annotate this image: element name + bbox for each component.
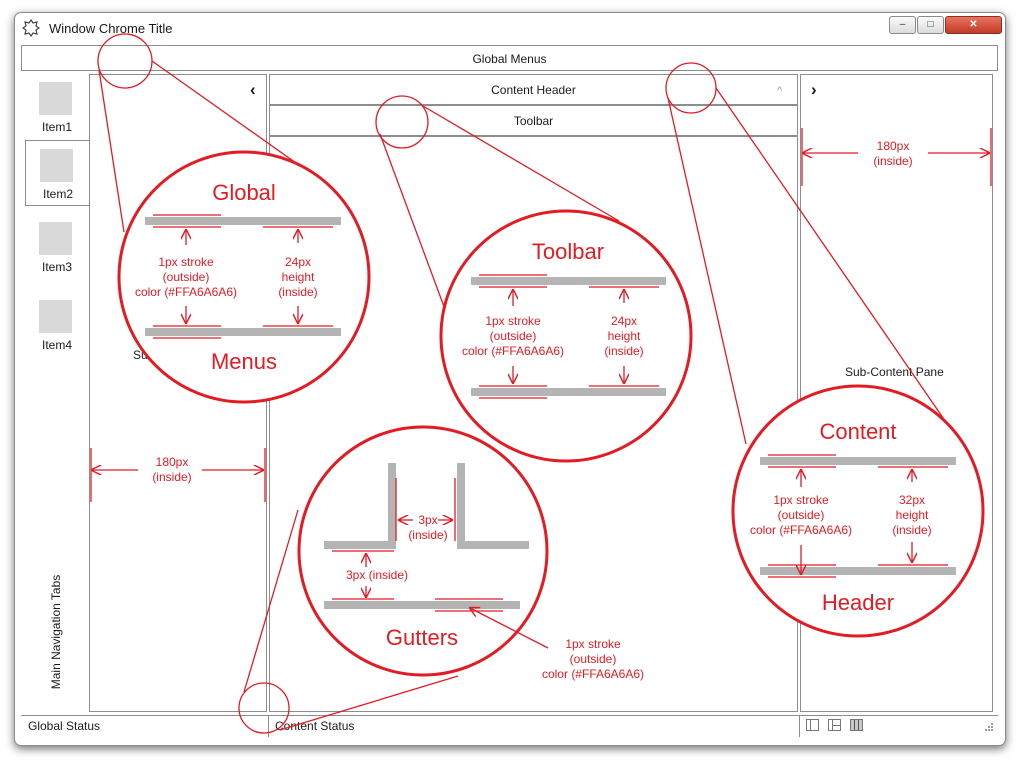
content-header-marker bbox=[665, 62, 717, 114]
item2-icon bbox=[40, 149, 73, 182]
global-status: Global Status bbox=[28, 719, 101, 733]
three-pane-icon[interactable] bbox=[850, 719, 863, 731]
content-header[interactable]: Content Header ^ bbox=[269, 74, 798, 105]
global-menus-marker bbox=[97, 33, 153, 89]
left-pane-width-note: 180px(inside) bbox=[152, 455, 191, 484]
toolbar-label: Toolbar bbox=[513, 114, 554, 128]
nav-tab-item2[interactable]: Item2 bbox=[25, 140, 90, 206]
gutter-vertical-note: 3px (inside) bbox=[346, 568, 408, 582]
status-divider bbox=[268, 715, 269, 737]
minimize-button[interactable]: – bbox=[889, 16, 916, 34]
status-bar bbox=[21, 715, 998, 737]
gutter-gap-note: 3px(inside) bbox=[408, 513, 447, 542]
nav-tab-label: Item2 bbox=[42, 187, 73, 201]
header-title: Header bbox=[822, 590, 894, 615]
gutter-marker bbox=[238, 682, 290, 734]
global-title: Global bbox=[212, 180, 276, 205]
item3-icon bbox=[39, 222, 72, 255]
global-menus-bar[interactable]: Global Menus bbox=[21, 45, 998, 71]
nav-tab-label: Item4 bbox=[41, 338, 72, 352]
item4-icon bbox=[39, 300, 72, 333]
resize-grip-icon[interactable] bbox=[982, 721, 994, 733]
gm-stroke-note: 1px stroke(outside)color (#FFA6A6A6) bbox=[135, 255, 237, 299]
nav-tab-item4[interactable]: Item4 bbox=[25, 292, 89, 358]
content-title: Content bbox=[819, 419, 896, 444]
chevron-up-icon[interactable]: ^ bbox=[777, 85, 783, 97]
nav-tab-item3[interactable]: Item3 bbox=[25, 214, 89, 280]
left-pane-collapse-button[interactable]: ‹ bbox=[250, 80, 256, 99]
content-header-label: Content Header bbox=[491, 83, 576, 97]
sub-content-pane-label: Sub-Content Pane bbox=[845, 365, 944, 379]
global-menus-label: Global Menus bbox=[472, 52, 547, 66]
single-pane-icon[interactable] bbox=[806, 719, 819, 731]
toolbar[interactable]: Toolbar bbox=[269, 105, 798, 136]
toolbar-marker bbox=[375, 95, 429, 149]
close-button[interactable]: ✕ bbox=[945, 16, 1002, 34]
split-pane-icon[interactable] bbox=[828, 719, 841, 731]
right-pane-width-note: 180px(inside) bbox=[873, 139, 912, 168]
ch-stroke-note: 1px stroke(outside)color (#FFA6A6A6) bbox=[750, 493, 852, 537]
content-status: Content Status bbox=[275, 719, 355, 733]
right-pane-expand-button[interactable]: › bbox=[811, 80, 817, 99]
toolbar-title: Toolbar bbox=[532, 239, 604, 264]
nav-tab-item1[interactable]: Item1 bbox=[25, 74, 89, 140]
gutters-callout bbox=[297, 425, 549, 677]
menus-title: Menus bbox=[211, 349, 277, 374]
gutter-stroke-note: 1px stroke(outside)color (#FFA6A6A6) bbox=[542, 637, 644, 681]
nav-tab-label: Item1 bbox=[41, 120, 72, 134]
window-title: Window Chrome Title bbox=[49, 21, 173, 36]
item1-icon bbox=[39, 82, 72, 115]
maximize-button[interactable]: □ bbox=[917, 16, 944, 34]
gutters-title: Gutters bbox=[386, 625, 458, 650]
nav-tab-label: Item3 bbox=[41, 260, 72, 274]
status-divider bbox=[799, 715, 800, 737]
app-icon bbox=[21, 18, 41, 38]
tb-stroke-note: 1px stroke(outside)color (#FFA6A6A6) bbox=[462, 314, 564, 358]
